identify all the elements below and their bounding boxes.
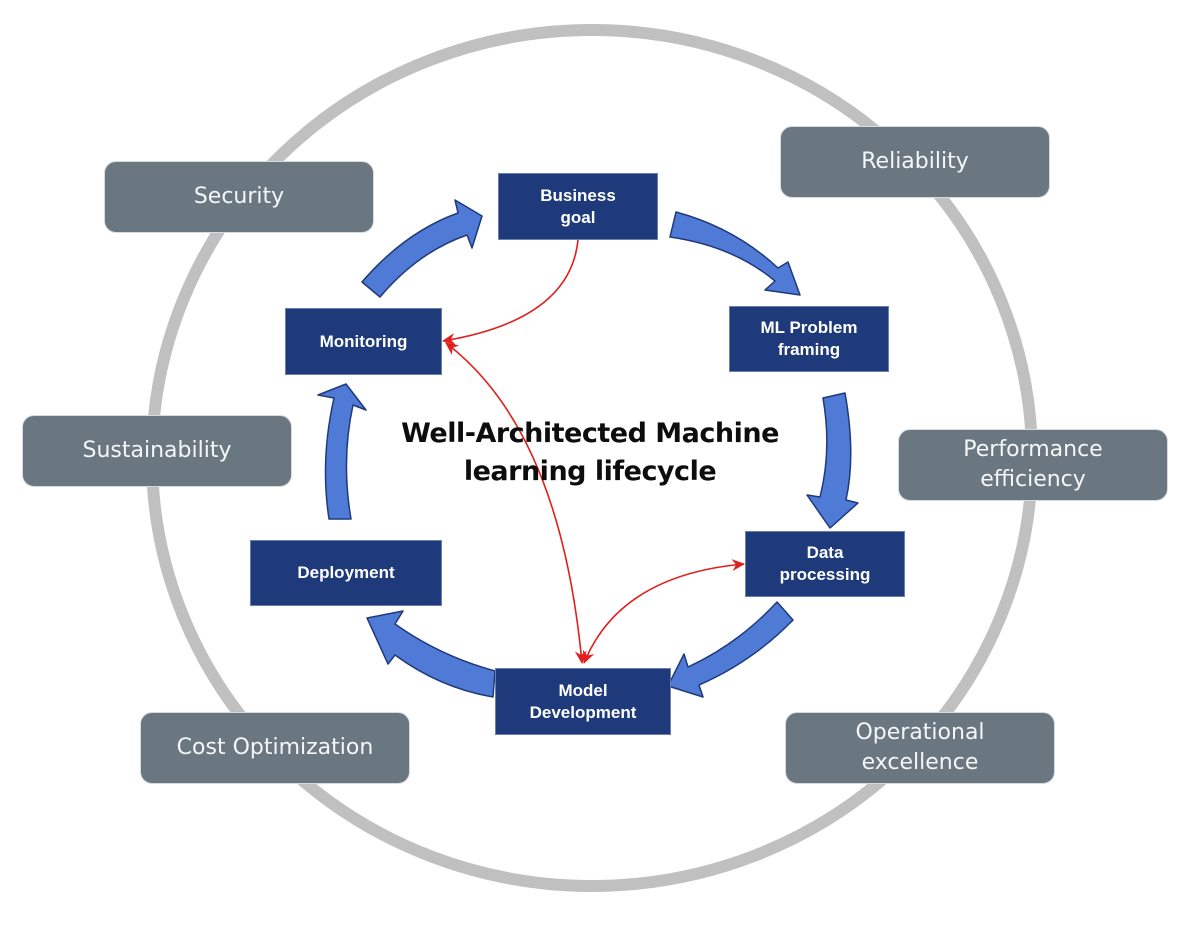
pillar-operational-excellence: Operational excellence [785, 712, 1055, 784]
feedback-arrow-business-to-monitoring [442, 239, 579, 345]
stage-label: framing [777, 340, 841, 359]
pillar-cost-optimization: Cost Optimization [140, 712, 410, 784]
cycle-arrow-model-to-deployment [366, 610, 496, 698]
cycle-arrow-data-to-model [667, 601, 794, 698]
stage-label: Business [540, 185, 616, 205]
center-title-line: Well-Architected Machine [401, 418, 779, 449]
feedback-arrows [442, 239, 745, 664]
stage-model-development: Model Development [495, 668, 671, 735]
pillar-label: Reliability [861, 149, 969, 174]
feedback-arrow-monitoring-model [445, 342, 587, 664]
center-title-line: learning lifecycle [463, 456, 717, 487]
pillar-sustainability: Sustainability [22, 415, 292, 487]
cycle-arrow-monitoring-to-business [361, 199, 483, 298]
stage-label: Model [558, 680, 608, 700]
pillar-label: Cost Optimization [176, 735, 374, 760]
center-title: Well-Architected Machine learning lifecy… [360, 415, 820, 491]
stage-business-goal: Business goal [498, 173, 658, 240]
stage-label: Data [806, 543, 844, 562]
pillar-label: excellence [861, 750, 979, 775]
stage-label: Monitoring [319, 331, 408, 351]
stage-label: ML Problem [760, 318, 858, 337]
pillar-reliability: Reliability [780, 126, 1050, 198]
stage-data-processing: Data processing [745, 531, 905, 597]
stage-label: goal [560, 207, 596, 227]
stage-label: Development [529, 702, 637, 722]
pillar-security: Security [104, 161, 374, 233]
pillar-label: Operational [855, 720, 985, 745]
stage-ml-problem-framing: ML Problem framing [729, 306, 889, 372]
cycle-arrow-deployment-to-monitoring [317, 383, 367, 520]
pillar-label: Performance [963, 437, 1103, 462]
stage-label: processing [779, 565, 871, 584]
cycle-arrow-business-to-framing [669, 211, 801, 296]
cycle-arrow-framing-to-data [806, 392, 859, 529]
stage-monitoring: Monitoring [285, 308, 442, 375]
pillar-label: Security [193, 184, 285, 209]
pillar-label: efficiency [980, 467, 1086, 492]
pillar-label: Sustainability [82, 438, 232, 463]
feedback-arrow-model-data [582, 559, 745, 664]
pillar-performance-efficiency: Performance efficiency [898, 429, 1168, 501]
stage-deployment: Deployment [250, 540, 442, 606]
stage-label: Deployment [297, 563, 395, 582]
